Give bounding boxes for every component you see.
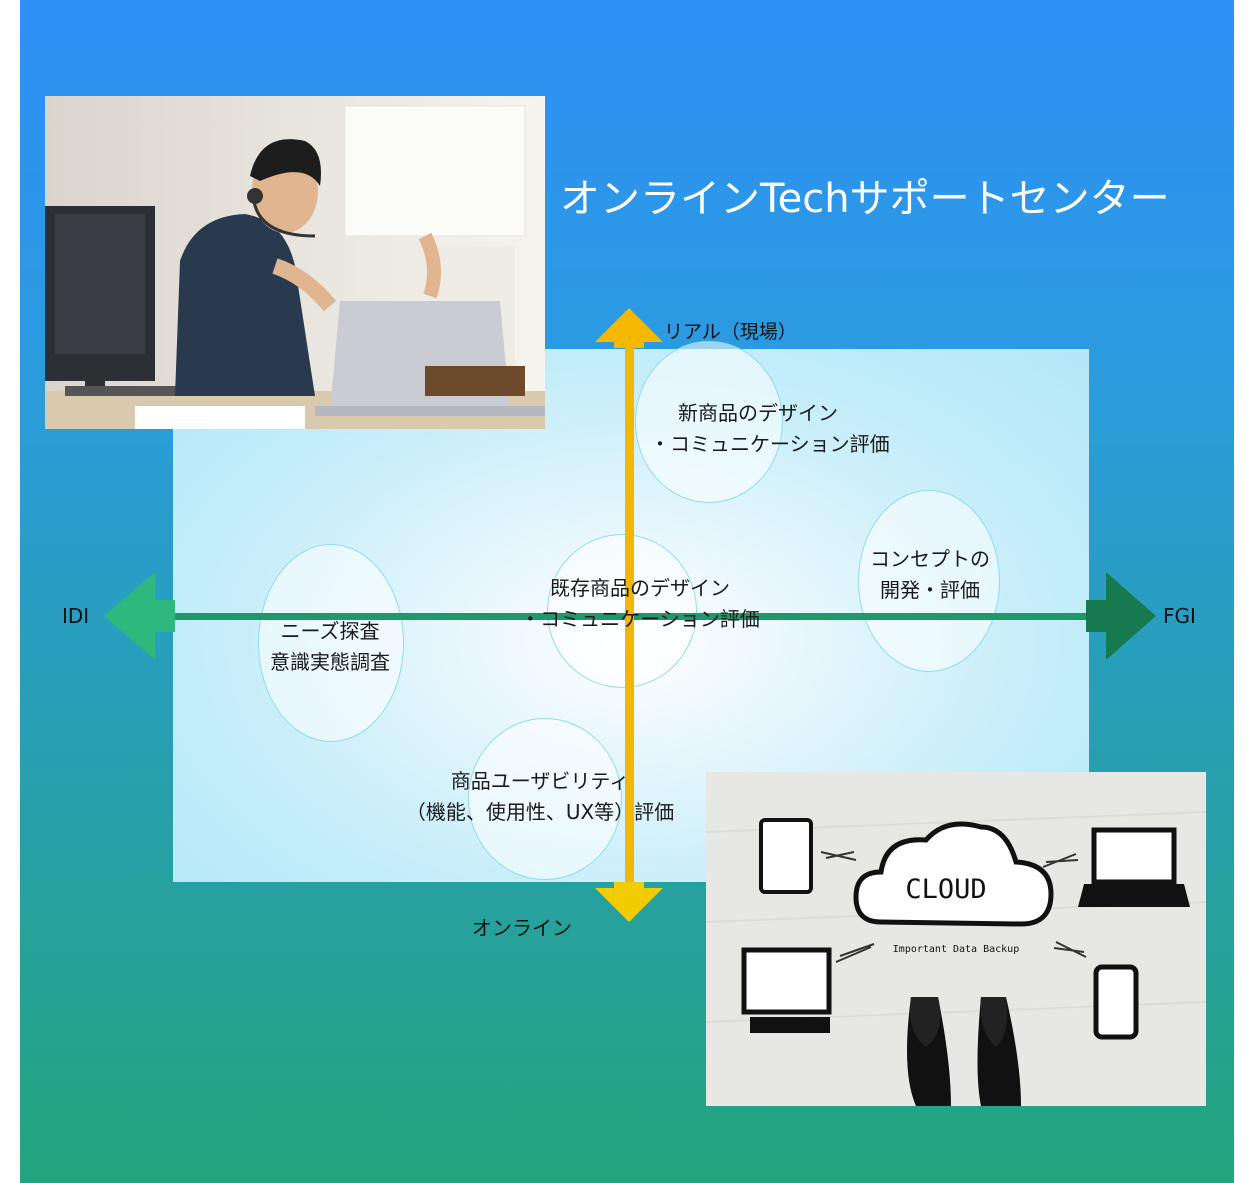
label-usability: 商品ユーザビリティ （機能、使用性、UX等）評価 [390,766,690,828]
axis-label-right: FGI [1163,604,1196,628]
page-title: オンラインTechサポートセンター [560,176,1170,222]
label-needs-line2: 意識実態調査 [270,650,390,674]
label-existing-product-line2: ・コミュニケーション評価 [520,607,760,631]
label-needs: ニーズ探査 意識実態調査 [255,616,405,678]
label-concept-line1: コンセプトの [870,547,990,571]
support-operator-photo [45,96,545,429]
label-usability-line1: 商品ユーザビリティ [450,769,630,793]
label-existing-product: 既存商品のデザイン ・コミュニケーション評価 [515,573,765,635]
label-new-product: 新商品のデザイン ・コミュニケーション評価 [650,398,900,460]
label-usability-line2: （機能、使用性、UX等）評価 [405,800,675,824]
label-new-product-line1: 新商品のデザイン [678,401,838,425]
label-new-product-line2: ・コミュニケーション評価 [650,432,890,456]
axis-label-bottom: オンライン [472,916,572,940]
top-arrowhead [595,308,663,348]
right-arrowhead [1086,572,1156,660]
left-arrowhead [104,572,175,660]
ellipse-needs [258,544,404,742]
ellipse-usability [468,718,622,880]
label-needs-line1: ニーズ探査 [280,619,380,643]
ellipse-existing-product [547,534,697,688]
label-existing-product-line1: 既存商品のデザイン [550,576,730,600]
bottom-arrowhead [595,882,663,922]
vertical-axis [595,308,663,922]
label-concept: コンセプトの 開発・評価 [860,544,1000,606]
cloud-concept-photo: CLOUD Important Data Backup [706,772,1206,1106]
desktop-icon [741,947,832,1033]
cloud-caption: Important Data Backup [892,944,1020,955]
axis-label-top: リアル（現場） [664,321,797,343]
cloud-label: CLOUD [905,874,987,905]
smartphone-icon [1093,964,1139,1040]
laptop-icon [1078,827,1190,907]
ellipse-concept [858,490,1000,672]
tablet-icon [759,818,813,894]
axis-label-left: IDI [62,604,90,628]
cloud-icon [853,821,1054,927]
ellipse-new-product [635,341,783,503]
label-concept-line2: 開発・評価 [880,578,980,602]
